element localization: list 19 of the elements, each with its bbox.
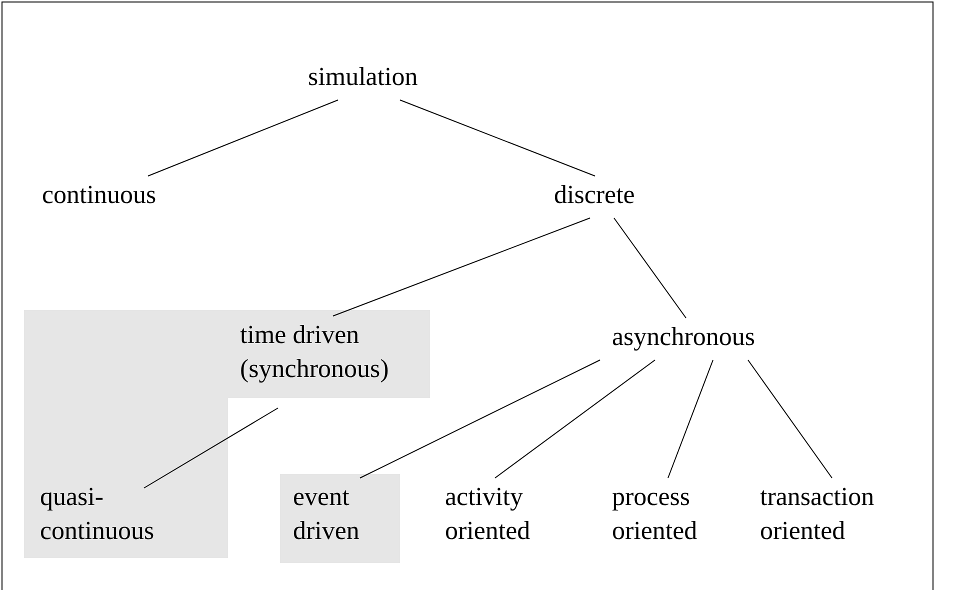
- node-label: asynchronous: [612, 320, 755, 354]
- connector-line: [148, 100, 338, 176]
- node-label: quasi- continuous: [40, 480, 180, 548]
- node-label: simulation: [308, 60, 418, 94]
- node-label: continuous: [42, 178, 156, 212]
- node-label: transaction oriented: [760, 480, 900, 548]
- node-label: activity oriented: [445, 480, 565, 548]
- node-label: time driven (synchronous): [240, 318, 420, 386]
- node-label: process oriented: [612, 480, 722, 548]
- connector-line: [332, 218, 590, 316]
- node-label: discrete: [554, 178, 635, 212]
- connector-line: [144, 408, 278, 488]
- connector-line: [748, 360, 832, 478]
- connector-line: [400, 100, 596, 176]
- connector-line: [494, 360, 656, 478]
- node-label: event driven: [293, 480, 373, 548]
- connector-line: [668, 360, 714, 478]
- connector-line: [614, 218, 686, 318]
- connector-line: [360, 360, 600, 478]
